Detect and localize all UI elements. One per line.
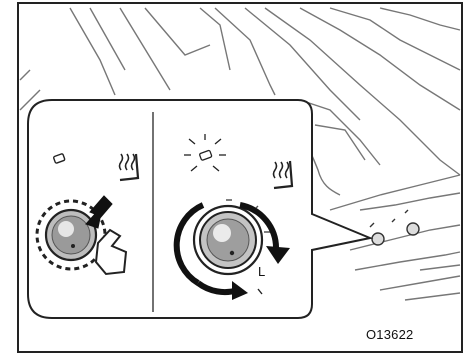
- dial-low-label: L: [258, 264, 265, 279]
- figure-code: O13622: [366, 327, 413, 342]
- seat-heater-knob: [46, 210, 96, 260]
